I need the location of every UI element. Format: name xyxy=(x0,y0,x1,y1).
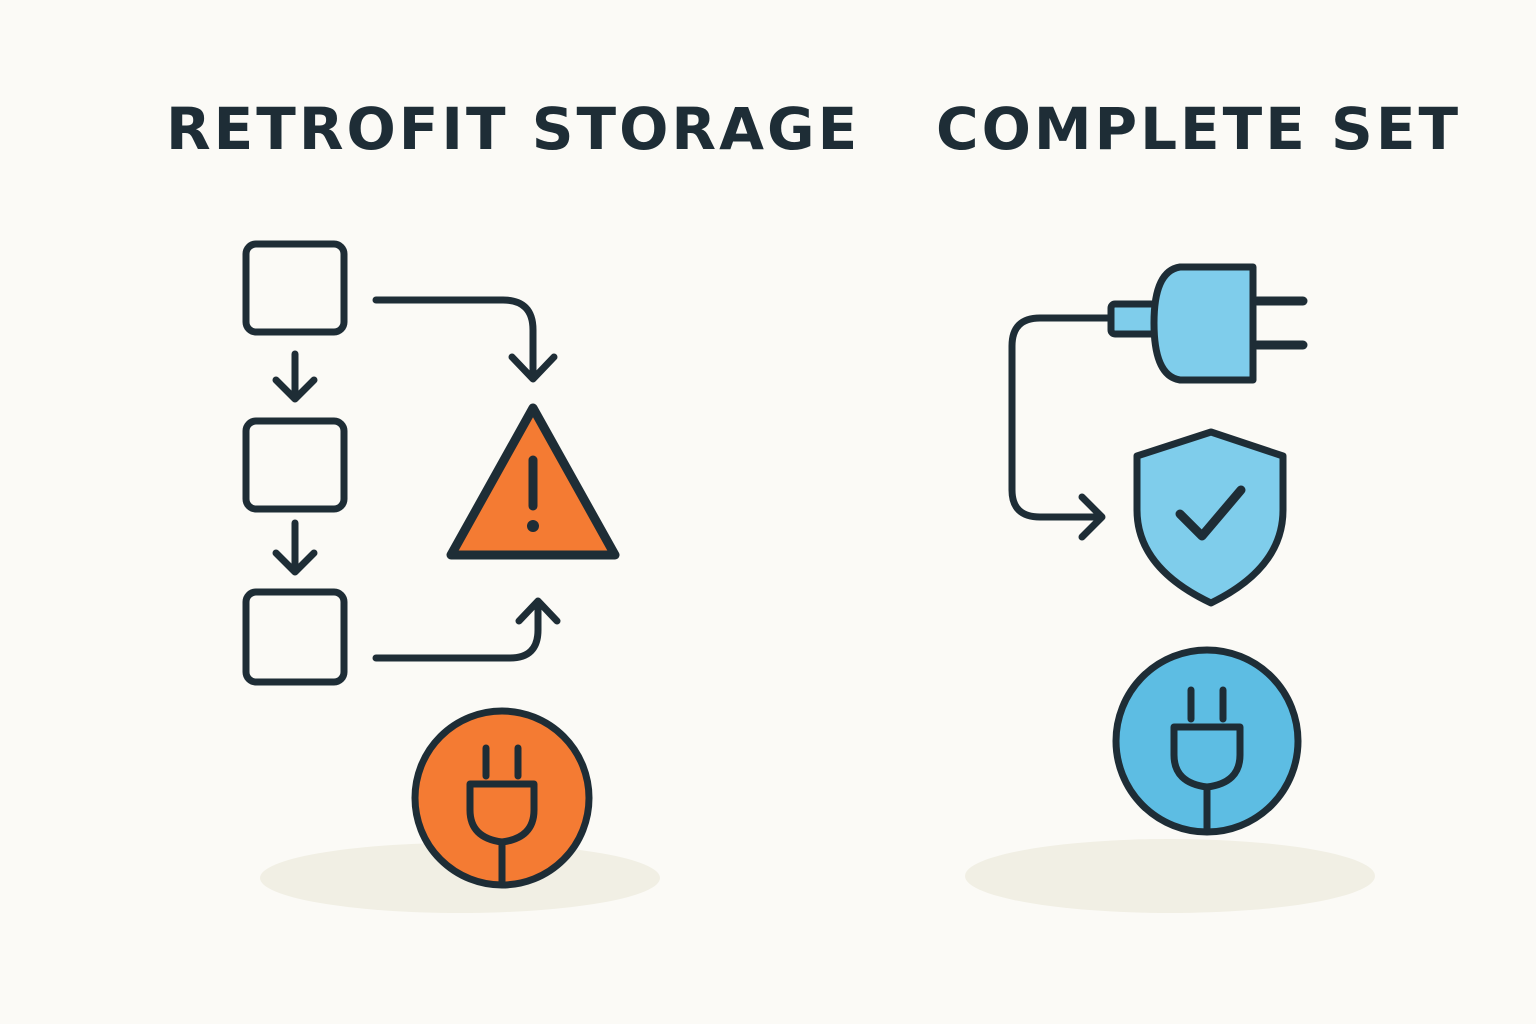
box-icon-top xyxy=(242,240,348,336)
arrow-down-icon-1 xyxy=(272,350,318,403)
box-icon-bottom xyxy=(242,588,348,686)
shield-check-icon xyxy=(1133,428,1287,607)
warning-triangle-icon xyxy=(446,403,620,560)
plug-circle-icon xyxy=(1112,646,1302,836)
complete-set-diagram xyxy=(965,263,1375,913)
retrofit-storage-diagram xyxy=(242,240,660,913)
retrofit-storage-title: RETROFIT STORAGE xyxy=(166,95,861,163)
plug-circle-icon xyxy=(411,707,593,889)
cable-arrow-to-shield xyxy=(1008,314,1117,541)
arrow-bottom-to-warning xyxy=(372,597,561,662)
box-icon-middle xyxy=(242,417,348,513)
ground-shadow xyxy=(965,839,1375,913)
arrow-top-to-warning xyxy=(372,296,558,383)
complete-set-title: COMPLETE SET xyxy=(936,95,1462,163)
retrofit-storage-panel: RETROFIT STORAGE xyxy=(166,100,857,913)
complete-set-panel: COMPLETE SET xyxy=(768,0,1536,1024)
arrow-down-icon-2 xyxy=(272,519,318,576)
plug-icon xyxy=(1107,263,1308,384)
